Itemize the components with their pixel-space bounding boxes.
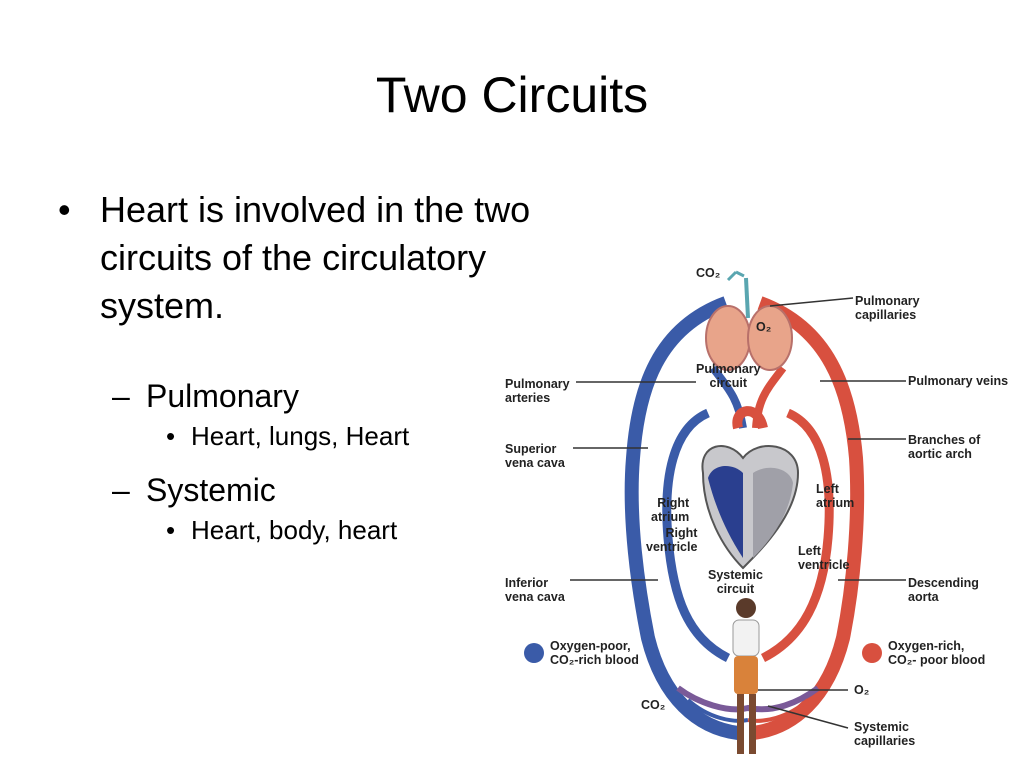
- label-superior-vena-cava: Superior vena cava: [505, 442, 565, 470]
- label-pulmonary-veins: Pulmonary veins: [908, 374, 1009, 388]
- systemic-capillaries-shape: [676, 685, 820, 713]
- figure-shorts: [734, 656, 758, 694]
- leader-line: [769, 297, 854, 307]
- bullet-marker: •: [58, 189, 71, 230]
- label-right-ventricle: Right ventricle: [646, 526, 698, 554]
- leader-line: [767, 705, 849, 729]
- label-descending-aorta: Descending aorta: [908, 576, 979, 604]
- label-o2-bottom: O₂: [854, 683, 870, 697]
- sub-item-label: Pulmonary: [146, 378, 299, 414]
- sub-item-label: Systemic: [146, 472, 276, 508]
- right-lung-shape: [747, 305, 793, 371]
- inner-venous-loop: [662, 408, 731, 663]
- label-systemic-capillaries: Systemic capillaries: [854, 720, 916, 748]
- label-oxygen-rich: Oxygen-rich, CO₂- poor blood: [888, 639, 986, 667]
- aorta-loop: [751, 296, 865, 740]
- figure-right-leg: [749, 694, 756, 754]
- left-heart-chambers: [753, 467, 793, 558]
- label-left-atrium: Left atrium: [816, 482, 855, 510]
- sub-item-pulmonary: – Pulmonary: [58, 374, 538, 418]
- oxygen-rich-legend-dot: [862, 643, 882, 663]
- aortic-arch: [732, 406, 768, 430]
- inner-arterial-loop: [760, 408, 834, 663]
- figure-torso: [732, 619, 760, 657]
- bullet-marker: •: [166, 515, 176, 545]
- label-inferior-vena-cava: Inferior vena cava: [505, 576, 565, 604]
- slide-title: Two Circuits: [375, 67, 649, 123]
- figure-head: [736, 598, 756, 618]
- label-branches-aortic-arch: Branches of aortic arch: [908, 433, 981, 461]
- detail-item-text: Heart, body, heart: [191, 515, 398, 545]
- label-o2-top: O₂: [756, 320, 772, 334]
- vena-cava-loop: [624, 296, 740, 740]
- label-co2-top: CO₂: [696, 266, 721, 280]
- label-pulmonary-capillaries: Pulmonary capillaries: [855, 294, 920, 322]
- circulatory-diagram-art: [570, 270, 906, 754]
- bullet-main-text: Heart is involved in the two circuits of…: [100, 189, 531, 326]
- oxygen-poor-legend-dot: [524, 643, 544, 663]
- label-right-atrium: Right atrium: [651, 496, 690, 524]
- detail-item-text: Heart, lungs, Heart: [191, 421, 410, 451]
- label-left-ventricle: Left ventricle: [798, 544, 850, 572]
- label-oxygen-poor: Oxygen-poor, CO₂-rich blood: [550, 639, 639, 667]
- label-co2-bottom: CO₂: [641, 698, 666, 712]
- trachea-shape: [744, 277, 750, 319]
- dash-marker: –: [112, 378, 130, 414]
- label-pulmonary-arteries: Pulmonary arteries: [505, 377, 570, 405]
- right-heart-chambers: [708, 466, 743, 558]
- bullet-list: • Heart is involved in the two circuits …: [58, 186, 538, 548]
- label-systemic-circuit: Systemic circuit: [708, 568, 763, 596]
- bullet-marker: •: [166, 421, 176, 451]
- figure-left-leg: [737, 694, 744, 754]
- dash-marker: –: [112, 472, 130, 508]
- sub-item-systemic: – Systemic: [58, 468, 538, 512]
- bullet-main: • Heart is involved in the two circuits …: [58, 186, 538, 330]
- left-lung-shape: [705, 305, 751, 371]
- detail-item-pulmonary: • Heart, lungs, Heart: [58, 418, 538, 454]
- co2-arrow-icon: [726, 270, 745, 282]
- label-pulmonary-circuit: Pulmonary circuit: [696, 362, 761, 390]
- circulatory-diagram: CO₂ O₂ Pulmonary capillaries Pulmonary c…: [498, 258, 1024, 768]
- detail-item-systemic: • Heart, body, heart: [58, 512, 538, 548]
